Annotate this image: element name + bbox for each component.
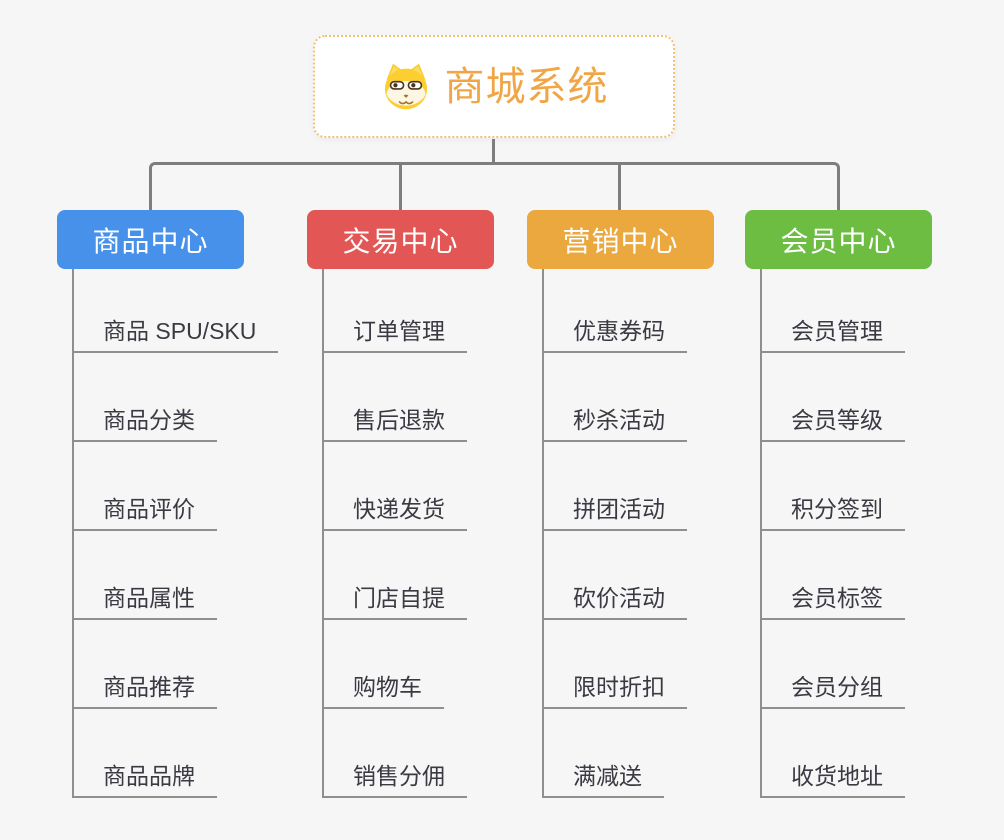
leaf-list: 优惠券码 秒杀活动 拼团活动 砍价活动 限时折扣 满减送 — [543, 269, 687, 798]
leaf-list: 商品 SPU/SKU 商品分类 商品评价 商品属性 商品推荐 商品品牌 — [73, 269, 279, 798]
leaf-node[interactable]: 售后退款 — [323, 353, 467, 442]
leaf-node[interactable]: 订单管理 — [323, 269, 467, 353]
leaf-node[interactable]: 会员管理 — [761, 269, 905, 353]
leaf-node[interactable]: 销售分佣 — [323, 709, 467, 798]
root-node[interactable]: 商城系统 — [313, 35, 675, 138]
leaf-node[interactable]: 拼团活动 — [543, 442, 687, 531]
connector-drop-branch2 — [399, 164, 402, 210]
branch-column-trade: 交易中心 订单管理 售后退款 快递发货 门店自提 购物车 销售分佣 — [307, 210, 527, 810]
branch-trunk-line — [542, 269, 544, 798]
leaf-node[interactable]: 满减送 — [543, 709, 664, 798]
leaf-node[interactable]: 商品 SPU/SKU — [73, 269, 279, 353]
connector-drop-branch3 — [618, 164, 621, 210]
branch-node-marketing[interactable]: 营销中心 — [527, 210, 714, 269]
branch-column-member: 会员中心 会员管理 会员等级 积分签到 会员标签 会员分组 收货地址 — [745, 210, 965, 810]
branch-trunk-line — [322, 269, 324, 798]
leaf-node[interactable]: 会员分组 — [761, 620, 905, 709]
leaf-node[interactable]: 商品推荐 — [73, 620, 217, 709]
branch-column-marketing: 营销中心 优惠券码 秒杀活动 拼团活动 砍价活动 限时折扣 满减送 — [527, 210, 747, 810]
branch-trunk-line — [760, 269, 762, 798]
leaf-node[interactable]: 会员等级 — [761, 353, 905, 442]
connector-root-stub — [492, 139, 495, 163]
leaf-node[interactable]: 收货地址 — [761, 709, 905, 798]
leaf-list: 订单管理 售后退款 快递发货 门店自提 购物车 销售分佣 — [323, 269, 467, 798]
leaf-node[interactable]: 积分签到 — [761, 442, 905, 531]
connector-elbow-left — [149, 162, 494, 210]
leaf-node[interactable]: 商品属性 — [73, 531, 217, 620]
branch-node-trade[interactable]: 交易中心 — [307, 210, 494, 269]
root-title: 商城系统 — [444, 64, 609, 109]
leaf-node[interactable]: 商品分类 — [73, 353, 217, 442]
leaf-node[interactable]: 商品评价 — [73, 442, 217, 531]
leaf-list: 会员管理 会员等级 积分签到 会员标签 会员分组 收货地址 — [761, 269, 905, 798]
branch-node-member[interactable]: 会员中心 — [745, 210, 932, 269]
leaf-node[interactable]: 购物车 — [323, 620, 444, 709]
leaf-node[interactable]: 秒杀活动 — [543, 353, 687, 442]
branch-trunk-line — [72, 269, 74, 798]
dog-icon — [384, 63, 427, 110]
leaf-node[interactable]: 门店自提 — [323, 531, 467, 620]
leaf-node[interactable]: 快递发货 — [323, 442, 467, 531]
branch-column-product: 商品中心 商品 SPU/SKU 商品分类 商品评价 商品属性 商品推荐 商品品牌 — [57, 210, 279, 810]
leaf-node[interactable]: 限时折扣 — [543, 620, 687, 709]
leaf-node[interactable]: 商品品牌 — [73, 709, 217, 798]
leaf-node[interactable]: 优惠券码 — [543, 269, 687, 353]
leaf-node[interactable]: 会员标签 — [761, 531, 905, 620]
branch-node-product[interactable]: 商品中心 — [57, 210, 244, 269]
connector-elbow-right — [494, 162, 840, 210]
leaf-node[interactable]: 砍价活动 — [543, 531, 687, 620]
